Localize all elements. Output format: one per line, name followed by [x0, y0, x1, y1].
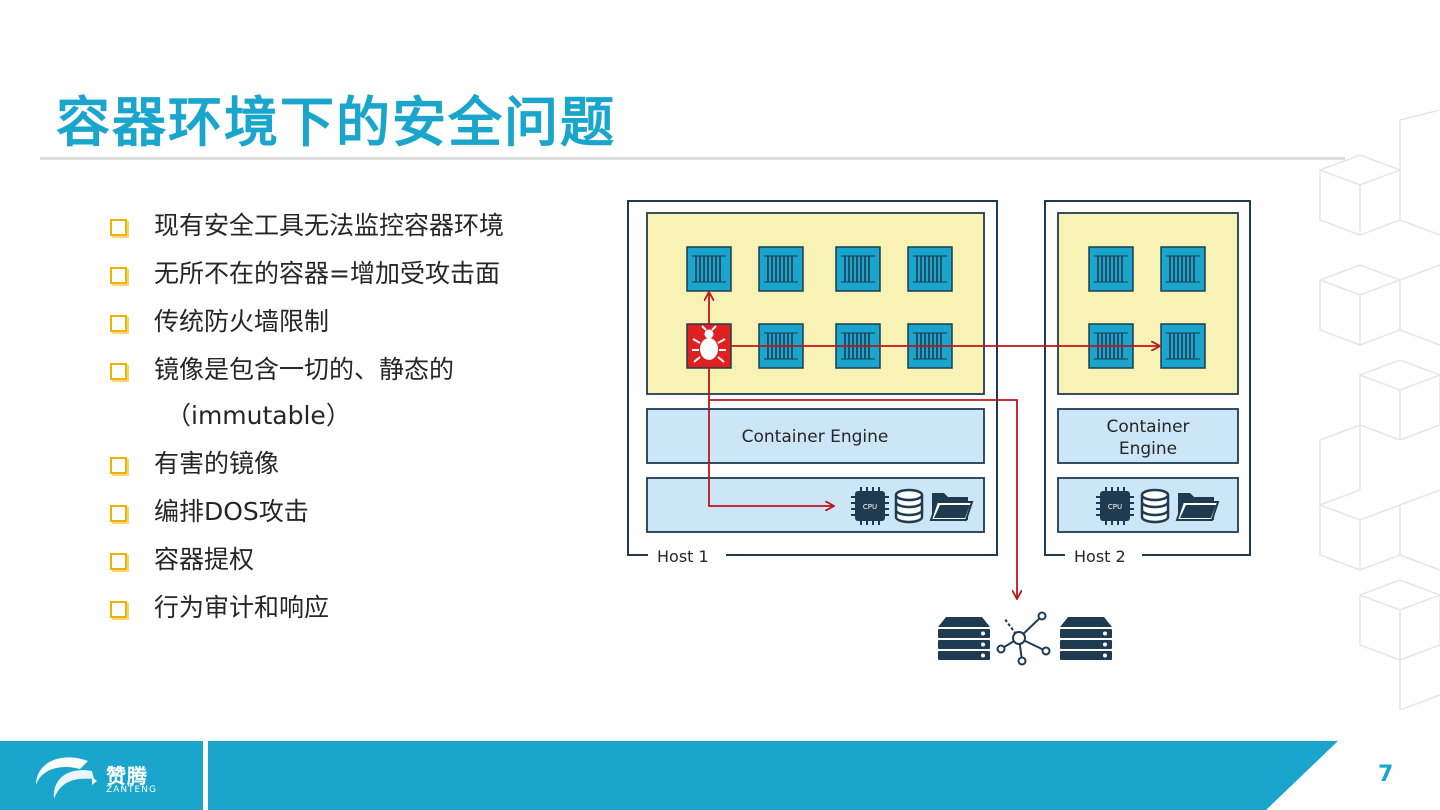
container-icon: [1160, 323, 1206, 369]
container-icon: [1088, 246, 1134, 292]
footer-band: [0, 741, 1338, 810]
checkbox-bullet-icon: [110, 219, 127, 236]
database-icon: [1140, 488, 1170, 524]
bullet-item: 现有安全工具无法监控容器环境: [108, 210, 504, 242]
host2-container-area: [1057, 212, 1239, 395]
host1-engine-label: Container Engine: [742, 427, 889, 447]
container-architecture-diagram: Host 1 Container Engine CPU: [627, 200, 1251, 666]
host2-engine-label-line1: Container: [1106, 417, 1189, 437]
host1-label: Host 1: [657, 547, 709, 566]
checkbox-bullet-icon: [110, 553, 127, 570]
bullet-item: 编排DOS攻击: [108, 496, 504, 528]
slide-title: 容器环境下的安全问题: [56, 91, 616, 154]
host1-container-engine: [646, 408, 985, 464]
svg-text:CPU: CPU: [863, 503, 877, 511]
svg-text:CPU: CPU: [1108, 503, 1122, 511]
bullet-item: 行为审计和响应: [108, 592, 504, 624]
container-icon: [758, 246, 804, 292]
server-icon: [938, 617, 990, 660]
page-number: 7: [1378, 762, 1394, 787]
container-icon: [1160, 246, 1206, 292]
host2-label: Host 2: [1074, 547, 1126, 566]
folder-icon: [929, 493, 974, 521]
container-icon: [907, 246, 953, 292]
checkbox-bullet-icon: [110, 457, 127, 474]
bullet-item: 传统防火墙限制: [108, 306, 504, 338]
host2-frame: [1044, 200, 1251, 556]
bullet-item: 有害的镜像: [108, 448, 504, 480]
bullet-item: 无所不在的容器=增加受攻击面: [108, 258, 504, 290]
bullet-continuation: （immutable）: [166, 401, 351, 430]
bug-icon: [692, 325, 726, 363]
bullet-item: 镜像是包含一切的、静态的: [108, 354, 504, 386]
server-icon: [1060, 617, 1112, 660]
zanteng-logo-icon: [36, 757, 97, 799]
attack-arrow-network: [709, 399, 1017, 598]
attack-paths: [709, 293, 1159, 598]
checkbox-bullet-icon: [110, 315, 127, 332]
bullet-list: 现有安全工具无法监控容器环境 无所不在的容器=增加受攻击面 传统防火墙限制 镜像…: [108, 210, 504, 640]
host1-frame: [627, 200, 998, 556]
malicious-container: [686, 323, 732, 369]
cpu-icon: CPU: [851, 487, 889, 525]
cube-pattern-decoration: [1317, 110, 1440, 710]
network-icon: [996, 611, 1051, 666]
attack-arrow-resources: [708, 368, 833, 506]
container-icon: [686, 246, 732, 292]
cpu-icon: CPU: [1096, 487, 1134, 525]
checkbox-bullet-icon: [110, 601, 127, 618]
host2-container-engine: [1057, 408, 1239, 464]
title-divider: [40, 157, 1345, 160]
container-icon: [835, 246, 881, 292]
database-icon: [894, 488, 924, 524]
checkbox-bullet-icon: [110, 505, 127, 522]
bullet-item: 容器提权: [108, 544, 504, 576]
checkbox-bullet-icon: [110, 267, 127, 284]
host1-resources: [646, 477, 985, 533]
brand-name: 赞腾: [106, 764, 148, 788]
host2-engine-label-line2: Engine: [1119, 439, 1177, 459]
checkbox-bullet-icon: [110, 363, 127, 380]
brand-name-en: ZANTENG: [106, 785, 157, 795]
folder-icon: [1175, 493, 1220, 521]
